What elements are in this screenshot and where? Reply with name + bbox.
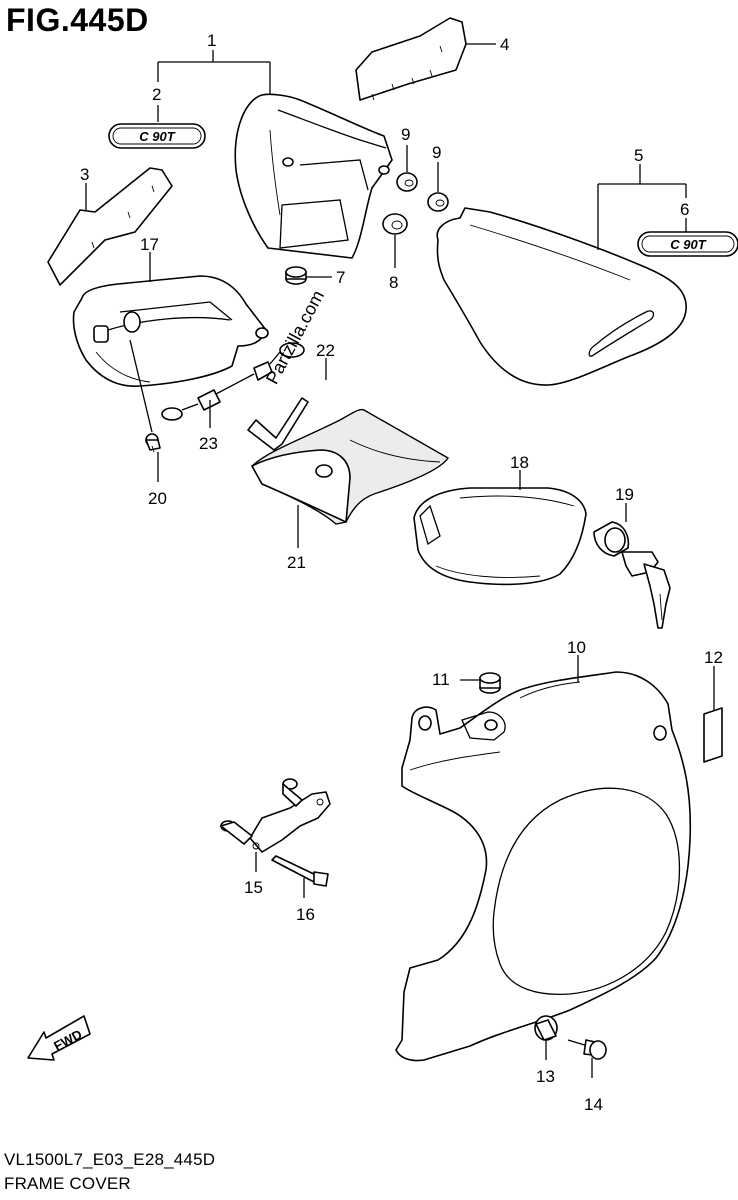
callout-22: 22 (316, 341, 335, 360)
callout-15: 15 (244, 878, 263, 897)
part-16-bolt[interactable] (271, 855, 329, 887)
part-8-grommet[interactable] (382, 213, 408, 235)
part-4-pad[interactable] (355, 17, 467, 101)
callout-10: 10 (567, 638, 586, 657)
callout-18: 18 (510, 453, 529, 472)
section-name: FRAME COVER (4, 1174, 131, 1193)
callout-20: 20 (148, 489, 167, 508)
part-19-lock-set[interactable] (593, 521, 671, 629)
part-22-wrench[interactable] (247, 397, 309, 451)
part-9-grommet-a[interactable] (396, 172, 418, 192)
callout-12: 12 (704, 648, 723, 667)
callout-2: 2 (152, 85, 161, 104)
part-2-emblem[interactable]: C 90T (108, 123, 206, 149)
leader-17-screw (129, 339, 153, 433)
callout-5: 5 (634, 146, 643, 165)
fwd-arrow-icon: FWD (27, 1015, 91, 1061)
emblem-text-left: C 90T (139, 129, 175, 144)
callout-3: 3 (80, 165, 89, 184)
emblem-text-right: C 90T (670, 237, 706, 252)
part-23-cable[interactable] (161, 342, 305, 421)
fwd-arrow-label: FWD (51, 1026, 84, 1053)
part-7-grommet[interactable] (285, 266, 307, 285)
part-9-grommet-b[interactable] (427, 192, 449, 212)
part-20-screw[interactable] (145, 433, 161, 453)
callout-23: 23 (199, 434, 218, 453)
callout-19: 19 (615, 485, 634, 504)
part-17-tool-box[interactable] (72, 275, 269, 387)
callout-6: 6 (680, 200, 689, 219)
callout-16: 16 (296, 905, 315, 924)
part-11-grommet[interactable] (479, 672, 501, 694)
callout-7: 7 (336, 268, 345, 287)
part-13-grommet[interactable] (534, 1015, 558, 1041)
callout-4: 4 (500, 35, 509, 54)
part-6-emblem[interactable]: C 90T (637, 231, 738, 257)
part-3-pad[interactable] (47, 167, 173, 286)
callout-14: 14 (584, 1095, 603, 1114)
figure-title: FIG.445D (6, 2, 149, 38)
part-5-right-frame-cover[interactable] (436, 207, 687, 386)
callout-9a: 9 (401, 125, 410, 144)
part-12-label[interactable] (703, 707, 723, 763)
callout-1-bracket (157, 50, 271, 122)
part-15-bracket[interactable] (220, 778, 331, 853)
callout-21: 21 (287, 553, 306, 572)
callout-11: 11 (432, 670, 450, 689)
part-14-screw[interactable] (567, 1039, 607, 1060)
part-10-lower-cover[interactable] (395, 671, 692, 1062)
callout-1: 1 (207, 31, 216, 50)
callout-13: 13 (536, 1067, 555, 1086)
callout-5-bracket (597, 164, 687, 250)
callout-17: 17 (140, 235, 159, 254)
part-21-tool-bag[interactable] (251, 408, 449, 525)
callout-8: 8 (389, 273, 398, 292)
model-code: VL1500L7_E03_E28_445D (4, 1150, 216, 1169)
part-1-left-frame-cover[interactable] (234, 93, 393, 259)
callout-9b: 9 (432, 143, 441, 162)
part-18-lock-cover[interactable] (413, 487, 587, 586)
